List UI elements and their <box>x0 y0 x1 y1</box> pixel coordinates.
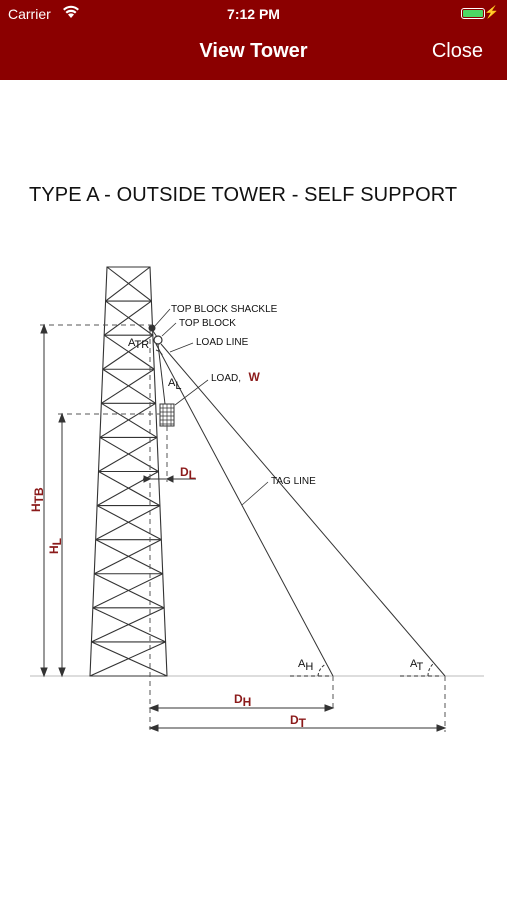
tower-brace <box>94 573 165 609</box>
tower-brace <box>92 573 163 609</box>
tag-line-label: TAG LINE <box>271 476 316 487</box>
tower-brace <box>99 436 159 472</box>
tower-brace <box>91 607 165 643</box>
tower-brace <box>96 505 162 541</box>
tower-brace <box>103 300 152 336</box>
tower-brace <box>106 266 152 302</box>
load-line <box>155 343 334 677</box>
tower-brace <box>94 539 162 575</box>
tower-brace <box>95 505 161 541</box>
wifi-icon <box>63 5 79 18</box>
diagram-heading: TYPE A - OUTSIDE TOWER - SELF SUPPORT <box>29 184 458 206</box>
tower-brace <box>99 402 156 438</box>
angle-al-label: AL <box>168 377 181 392</box>
hl-label: HL <box>47 538 64 554</box>
load-label: LOAD, W <box>211 368 260 385</box>
navigation-bar: Carrier 7:12 PM ⚡ View Tower Close <box>0 0 507 80</box>
tower-brace <box>96 471 159 507</box>
angle-ah-label: AH <box>298 658 313 673</box>
dt-label: DT <box>290 713 307 730</box>
tower-brace <box>105 266 151 302</box>
tower-structure <box>89 266 168 677</box>
tower-brace <box>89 641 166 677</box>
load-line-label: LOAD LINE <box>196 337 249 348</box>
angle-atr-label: ATR <box>128 337 149 351</box>
top-block-shackle-label: TOP BLOCK SHACKLE <box>171 304 278 315</box>
tower-brace <box>98 471 161 507</box>
close-button[interactable]: Close <box>431 40 483 62</box>
tower-brace <box>98 436 158 472</box>
battery-icon <box>461 8 485 19</box>
tag-line <box>160 343 446 677</box>
tower-brace <box>95 539 163 575</box>
status-bar: Carrier 7:12 PM ⚡ <box>0 4 507 24</box>
tower-brace <box>91 641 168 677</box>
page-title: View Tower <box>199 40 308 62</box>
svg-text:HTB: HTB <box>29 487 46 512</box>
dh-label: DH <box>234 692 251 709</box>
svg-text:HL: HL <box>47 538 64 554</box>
tower-brace <box>101 368 155 404</box>
charging-icon: ⚡ <box>484 5 499 19</box>
tower-brace <box>92 607 166 643</box>
clock: 7:12 PM <box>227 6 280 22</box>
tower-brace <box>105 300 154 336</box>
htb-label: HTB <box>29 487 46 512</box>
carrier-label: Carrier <box>8 6 51 22</box>
tower-brace <box>101 402 158 438</box>
tower-brace <box>103 334 155 370</box>
tower-brace <box>102 368 156 404</box>
angle-at-label: AT <box>410 658 424 673</box>
load-icon <box>159 403 175 427</box>
top-block-icon <box>148 324 163 345</box>
tower-brace <box>102 334 154 370</box>
top-block-label: TOP BLOCK <box>179 318 236 329</box>
dl-label: DL <box>180 465 196 482</box>
